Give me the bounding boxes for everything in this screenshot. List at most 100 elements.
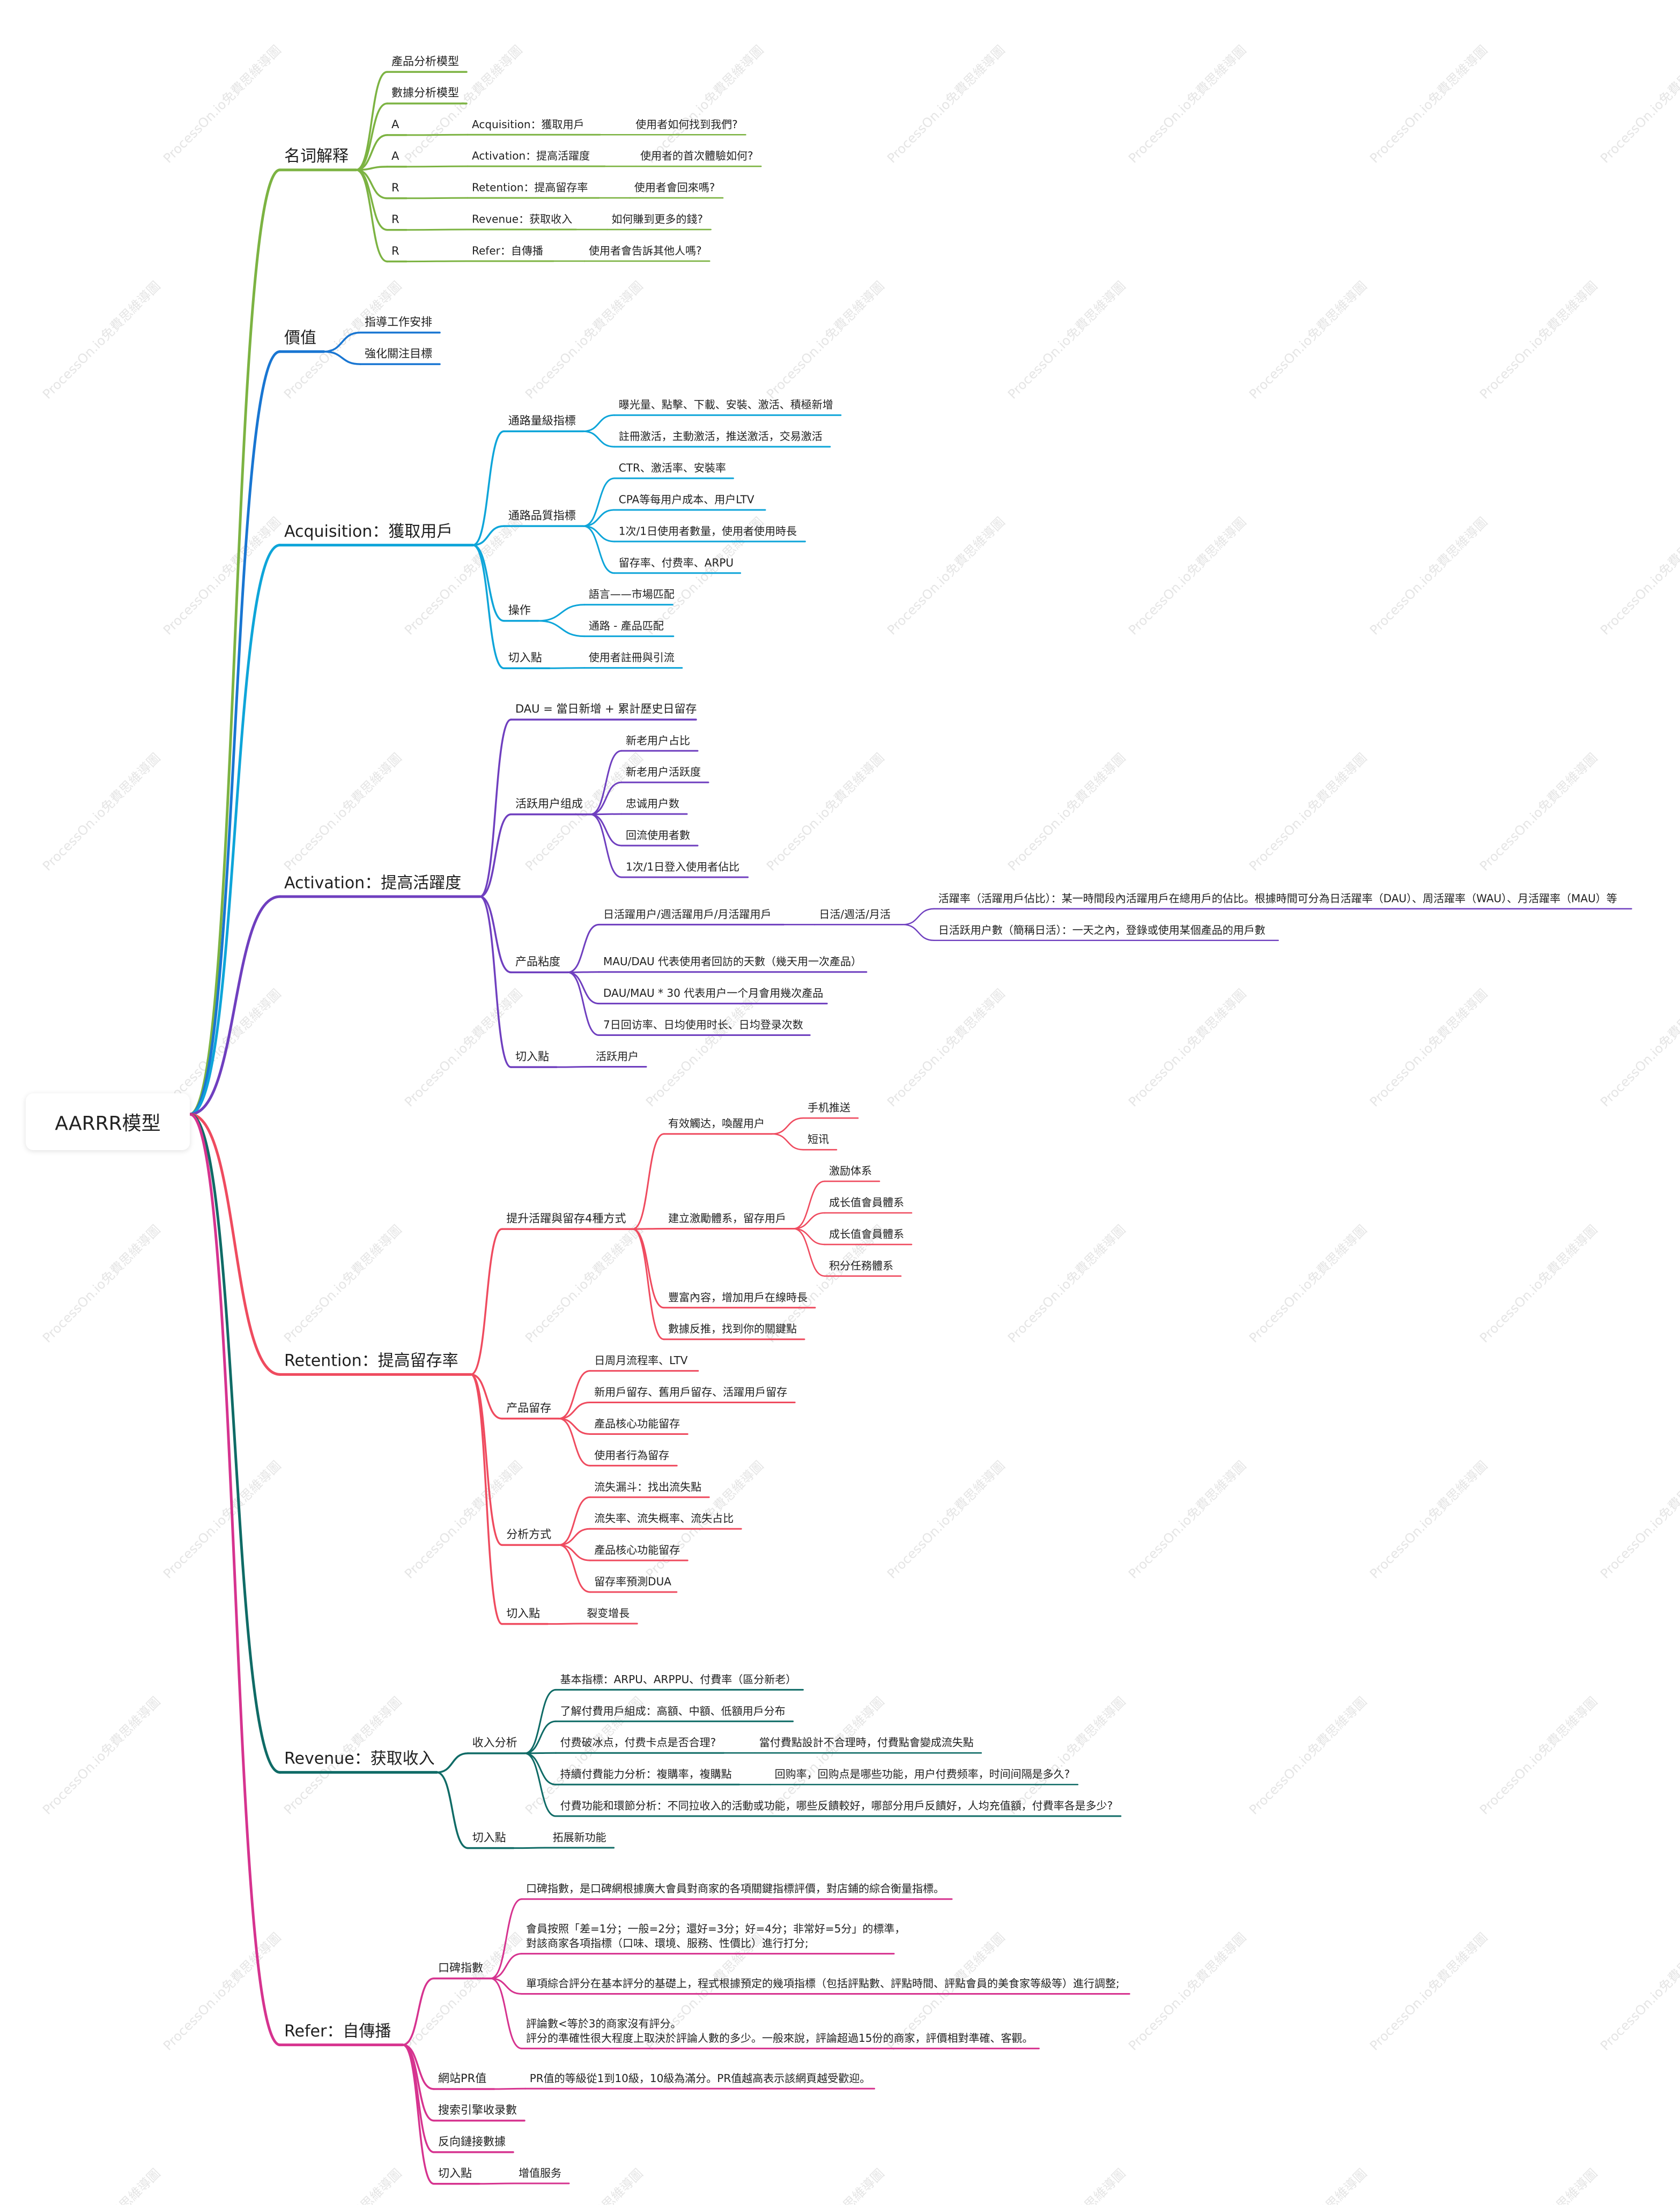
subtopic-label[interactable]: Refer：自傳播 — [472, 244, 543, 257]
subtopic-label[interactable]: R — [391, 213, 399, 226]
subtopic-label[interactable]: 操作 — [508, 604, 531, 617]
subtopic-label[interactable]: 單項綜合評分在基本評分的基礎上，程式根據預定的幾項指標（包括評點數、評點時間、評… — [526, 1977, 1120, 1990]
subtopic-label[interactable]: 當付費點設計不合理時，付費點會變成流失點 — [759, 1736, 974, 1749]
subtopic-label[interactable]: 分析方式 — [506, 1528, 551, 1541]
subtopic-label[interactable]: 口碑指數，是口碑網根據廣大會員對商家的各項關鍵指標評價，對店鋪的綜合衡量指標。 — [526, 1882, 944, 1895]
subtopic-label[interactable]: Acquisition：獲取用戶 — [472, 118, 584, 131]
subtopic-label[interactable]: R — [391, 245, 399, 257]
subtopic-label[interactable]: 豐富內容，增加用戶在線時長 — [668, 1291, 808, 1304]
subtopic-label[interactable]: 提升活躍與留存4種方式 — [506, 1212, 626, 1225]
subtopic-label[interactable]: A — [391, 150, 399, 162]
subtopic-label[interactable]: 日活跃用户數（簡稱日活）：一天之內，登錄或使用某個產品的用戶數 — [938, 923, 1265, 936]
subtopic-label[interactable]: 使用者如何找到我們? — [635, 118, 738, 131]
subtopic-label[interactable]: 激励体系 — [829, 1165, 872, 1177]
subtopic-label[interactable]: 留存率、付费率、ARPU — [619, 556, 734, 569]
subtopic-label[interactable]: 使用者會告訴其他人嗎? — [589, 244, 702, 257]
subtopic-label[interactable]: DAU/MAU * 30 代表用户一个月會用幾次產品 — [603, 987, 823, 999]
subtopic-label[interactable]: 回流使用者數 — [626, 829, 690, 842]
subtopic-label[interactable]: 使用者行為留存 — [594, 1449, 669, 1462]
subtopic-label[interactable]: 新老用户占比 — [626, 734, 690, 747]
subtopic-label[interactable]: 积分任務體系 — [829, 1259, 893, 1272]
subtopic-label[interactable]: CTR、激活率、安裝率 — [619, 462, 726, 475]
branch-topic[interactable]: Activation：提高活躍度 — [284, 873, 461, 892]
subtopic-label[interactable]: 流失率、流失概率、流失占比 — [594, 1512, 734, 1525]
subtopic-label[interactable]: 註冊激活，主動激活，推送激活，交易激活 — [619, 430, 823, 443]
subtopic-label[interactable]: 流失漏斗：找出流失點 — [594, 1480, 701, 1493]
subtopic-label[interactable]: 強化關注目標 — [365, 347, 432, 360]
subtopic-label[interactable]: 口碑指數 — [438, 1961, 483, 1974]
subtopic-label[interactable]: 新用戶留存、舊用戶留存、活躍用戶留存 — [594, 1386, 787, 1398]
subtopic-label[interactable]: 通路量級指標 — [508, 414, 576, 427]
subtopic-label[interactable]: CPA等每用户成本、用户LTV — [619, 493, 754, 506]
subtopic-label[interactable]: 手机推送 — [808, 1101, 850, 1114]
branch-topic[interactable]: 名词解释 — [284, 147, 349, 166]
subtopic-label[interactable]: 基本指標：ARPU、ARPPU、付費率（區分新老） — [560, 1673, 797, 1686]
subtopic-label[interactable]: 活跃用户 — [596, 1050, 639, 1063]
subtopic-label[interactable]: 數據反推，找到你的關鍵點 — [668, 1322, 797, 1335]
subtopic-label[interactable]: 留存率預測DUA — [594, 1575, 671, 1588]
subtopic-label[interactable]: 日活/週活/月活 — [819, 908, 890, 921]
subtopic-label[interactable]: 評論數<等於3的商家沒有評分。評分的準確性很大程度上取決於評論人數的多少。一般來… — [526, 2017, 1033, 2045]
subtopic-label[interactable]: 1次/1日使用者數量，使用者使用時長 — [619, 524, 797, 537]
subtopic-label[interactable]: 短讯 — [808, 1133, 829, 1146]
subtopic-label[interactable]: 搜索引擎收录數 — [438, 2104, 517, 2116]
subtopic-label[interactable]: 語言——市場匹配 — [589, 588, 675, 601]
subtopic-label[interactable]: 反向鏈接數據 — [438, 2135, 506, 2148]
subtopic-label[interactable]: 會員按照「差=1分；一般=2分；還好=3分；好=4分；非常好=5分」的標準，對該… — [526, 1922, 905, 1950]
subtopic-label[interactable]: 切入點 — [515, 1050, 549, 1063]
subtopic-label[interactable]: 回购率，回购点是哪些功能，用户付费频率，时间间隔是多久? — [775, 1768, 1070, 1781]
subtopic-label[interactable]: 通路品質指標 — [508, 509, 576, 522]
subtopic-label[interactable]: 了解付費用戶組成：高額、中額、低額用戶分布 — [560, 1705, 786, 1717]
subtopic-label[interactable]: 1次/1日登入使用者佔比 — [626, 860, 739, 873]
branch-topic[interactable]: Acquisition：獲取用戶 — [284, 522, 453, 541]
subtopic-label[interactable]: 指導工作安排 — [365, 315, 432, 328]
subtopic-label[interactable]: 产品留存 — [506, 1402, 551, 1414]
subtopic-label[interactable]: 成长值會員體系 — [829, 1227, 904, 1240]
subtopic-label[interactable]: MAU/DAU 代表使用者回訪的天數（幾天用一次產品） — [603, 955, 862, 968]
subtopic-label[interactable]: DAU = 當日新增 + 累計歷史日留存 — [515, 702, 697, 715]
subtopic-label[interactable]: R — [391, 181, 399, 194]
subtopic-label[interactable]: 成长值會員體系 — [829, 1196, 904, 1209]
subtopic-label[interactable]: 產品核心功能留存 — [594, 1417, 680, 1430]
subtopic-label[interactable]: 拓展新功能 — [553, 1831, 606, 1843]
subtopic-label[interactable]: 切入點 — [438, 2167, 472, 2180]
subtopic-label[interactable]: 使用者的首次體驗如何? — [640, 150, 753, 162]
subtopic-label[interactable]: 如何賺到更多的錢? — [611, 213, 703, 226]
subtopic-label[interactable]: 建立激勵體系，留存用戶 — [668, 1212, 786, 1225]
branch-topic[interactable]: Refer：自傳播 — [284, 2022, 391, 2041]
subtopic-label[interactable]: 數據分析模型 — [391, 86, 459, 99]
subtopic-label[interactable]: 增值服务 — [519, 2167, 561, 2180]
subtopic-label[interactable]: 切入點 — [506, 1607, 540, 1620]
branch-topic[interactable]: 價值 — [284, 329, 316, 347]
subtopic-label[interactable]: 产品粘度 — [515, 956, 560, 968]
subtopic-label[interactable]: 付費功能和環節分析：不同拉收入的活動或功能，哪些反饋較好，哪部分用戶反饋好，人均… — [560, 1799, 1113, 1812]
subtopic-label[interactable]: 產品分析模型 — [391, 55, 459, 68]
subtopic-label[interactable]: 活躍率（活躍用戶佔比）：某一時間段內活躍用戶在總用戶的佔比。根據時間可分為日活躍… — [938, 892, 1617, 905]
subtopic-label[interactable]: 日活躍用户/週活躍用戶/月活躍用戶 — [603, 908, 771, 921]
branch-topic[interactable]: Revenue：获取收入 — [284, 1750, 435, 1768]
subtopic-label[interactable]: 收入分析 — [472, 1736, 517, 1749]
subtopic-label[interactable]: 新老用户活跃度 — [626, 766, 701, 779]
subtopic-label[interactable]: A — [391, 118, 399, 131]
subtopic-label[interactable]: 使用者會回來嗎? — [634, 181, 715, 194]
subtopic-label[interactable]: 付费破冰点，付费卡点是否合理? — [560, 1736, 716, 1749]
subtopic-label[interactable]: 網站PR值 — [438, 2072, 486, 2085]
subtopic-label[interactable]: 使用者註冊與引流 — [589, 651, 675, 664]
subtopic-label[interactable]: 裂变增長 — [587, 1606, 630, 1619]
subtopic-label[interactable]: PR值的等級從1到10級，10級為滿分。PR值越高表示該網頁越受歡迎。 — [530, 2072, 871, 2085]
root-topic[interactable]: AARRR模型 — [26, 1093, 190, 1150]
subtopic-label[interactable]: 切入點 — [508, 651, 542, 664]
subtopic-label[interactable]: 通路 - 產品匹配 — [589, 619, 664, 632]
subtopic-label[interactable]: 切入點 — [472, 1831, 506, 1844]
branch-topic[interactable]: Retention：提高留存率 — [284, 1352, 458, 1371]
subtopic-label[interactable]: 產品核心功能留存 — [594, 1544, 680, 1557]
subtopic-label[interactable]: Retention：提高留存率 — [472, 181, 588, 194]
subtopic-label[interactable]: 7日回访率、日均使用时长、日均登录次数 — [603, 1018, 803, 1031]
subtopic-label[interactable]: 日周月流程率、LTV — [594, 1354, 688, 1367]
subtopic-label[interactable]: Activation：提高活躍度 — [472, 150, 590, 162]
subtopic-label[interactable]: Revenue：获取收入 — [472, 213, 572, 226]
subtopic-label[interactable]: 忠诚用户数 — [626, 797, 679, 810]
subtopic-label[interactable]: 持續付費能力分析：複購率，複購點 — [560, 1768, 732, 1781]
subtopic-label[interactable]: 有效觸达，喚醒用户 — [668, 1117, 765, 1130]
subtopic-label[interactable]: 活跃用户组成 — [515, 797, 583, 810]
